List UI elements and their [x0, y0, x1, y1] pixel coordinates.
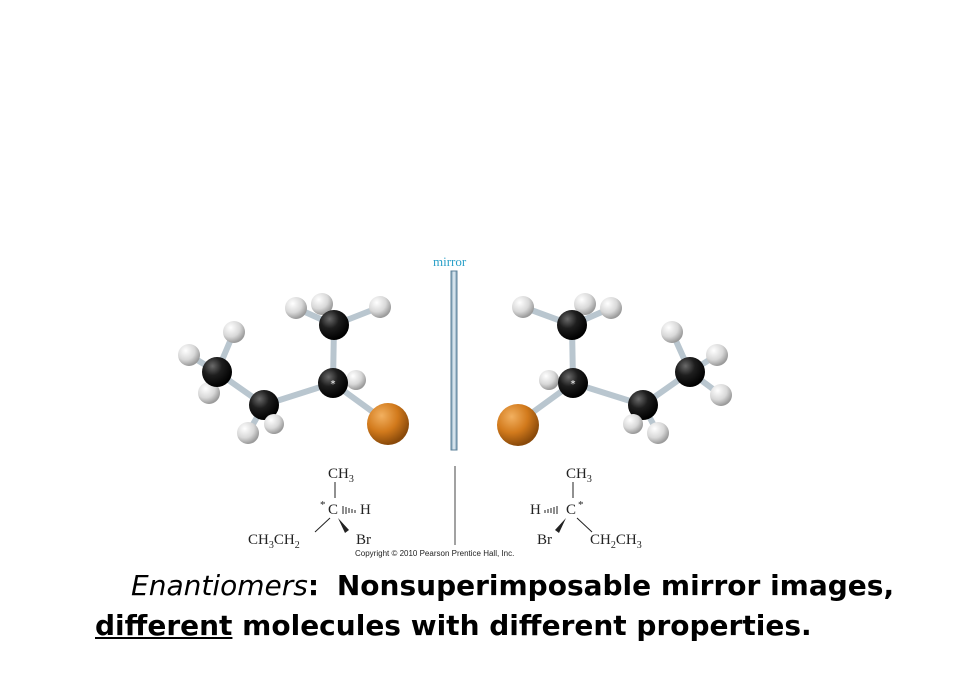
- chiral-carbon-atom: [318, 368, 348, 398]
- svg-text:C: C: [328, 502, 338, 518]
- svg-text:CH3: CH3: [328, 466, 354, 485]
- hydrogen-atom: [512, 296, 534, 318]
- chiral-marker: *: [571, 379, 576, 390]
- svg-text:Br: Br: [537, 532, 552, 548]
- carbon-atom: [202, 357, 232, 387]
- hydrogen-atom: [311, 293, 333, 315]
- bromine-atom: [497, 404, 539, 446]
- caption-underlined-word: different: [95, 609, 233, 642]
- svg-text:H: H: [360, 502, 371, 518]
- svg-text:CH3: CH3: [566, 466, 592, 485]
- hydrogen-atom: [346, 370, 366, 390]
- mirror-plane: [450, 270, 458, 451]
- left-molecule-model: *: [178, 293, 409, 445]
- hydrogen-atom: [223, 321, 245, 343]
- hydrogen-atom: [623, 414, 643, 434]
- hydrogen-atom: [710, 384, 732, 406]
- chiral-carbon-atom: [558, 368, 588, 398]
- caption-term: Enantiomers: [131, 569, 308, 602]
- hydrogen-atom: [369, 296, 391, 318]
- slide-caption: Enantiomers: Nonsuperimposable mirror im…: [95, 566, 955, 646]
- caption-line2: molecules with different properties.: [232, 609, 812, 642]
- hydrogen-atom: [706, 344, 728, 366]
- svg-text:CH3CH2: CH3CH2: [248, 532, 300, 551]
- svg-text:*: *: [320, 499, 326, 511]
- right-molecule-model: *: [497, 293, 732, 446]
- bromine-atom: [367, 403, 409, 445]
- hydrogen-atom: [178, 344, 200, 366]
- hydrogen-atom: [285, 297, 307, 319]
- hydrogen-atom: [539, 370, 559, 390]
- svg-text:H: H: [530, 502, 541, 518]
- hydrogen-atom: [237, 422, 259, 444]
- svg-text:Br: Br: [356, 532, 371, 548]
- copyright-notice: Copyright © 2010 Pearson Prentice Hall, …: [355, 549, 515, 558]
- carbon-atom: [675, 357, 705, 387]
- svg-text:*: *: [578, 499, 584, 511]
- hydrogen-atom: [600, 297, 622, 319]
- hydrogen-atom: [574, 293, 596, 315]
- caption-line1: Nonsuperimposable mirror images,: [336, 569, 895, 602]
- hydrogen-atom: [264, 414, 284, 434]
- carbon-atom: [628, 390, 658, 420]
- svg-text:C: C: [566, 502, 576, 518]
- right-structural-formula: CH3 H C * Br CH2CH3: [530, 466, 642, 551]
- carbon-atom: [319, 310, 349, 340]
- hydrogen-atom: [198, 382, 220, 404]
- carbon-atom: [557, 310, 587, 340]
- caption-colon: :: [307, 569, 320, 602]
- hydrogen-atom: [661, 321, 683, 343]
- left-structural-formula: CH3 * C H CH3CH2 Br: [248, 466, 371, 551]
- mirror-label: mirror: [433, 254, 467, 269]
- svg-text:CH2CH3: CH2CH3: [590, 532, 642, 551]
- hydrogen-atom: [647, 422, 669, 444]
- carbon-atom: [249, 390, 279, 420]
- chiral-marker: *: [331, 379, 336, 390]
